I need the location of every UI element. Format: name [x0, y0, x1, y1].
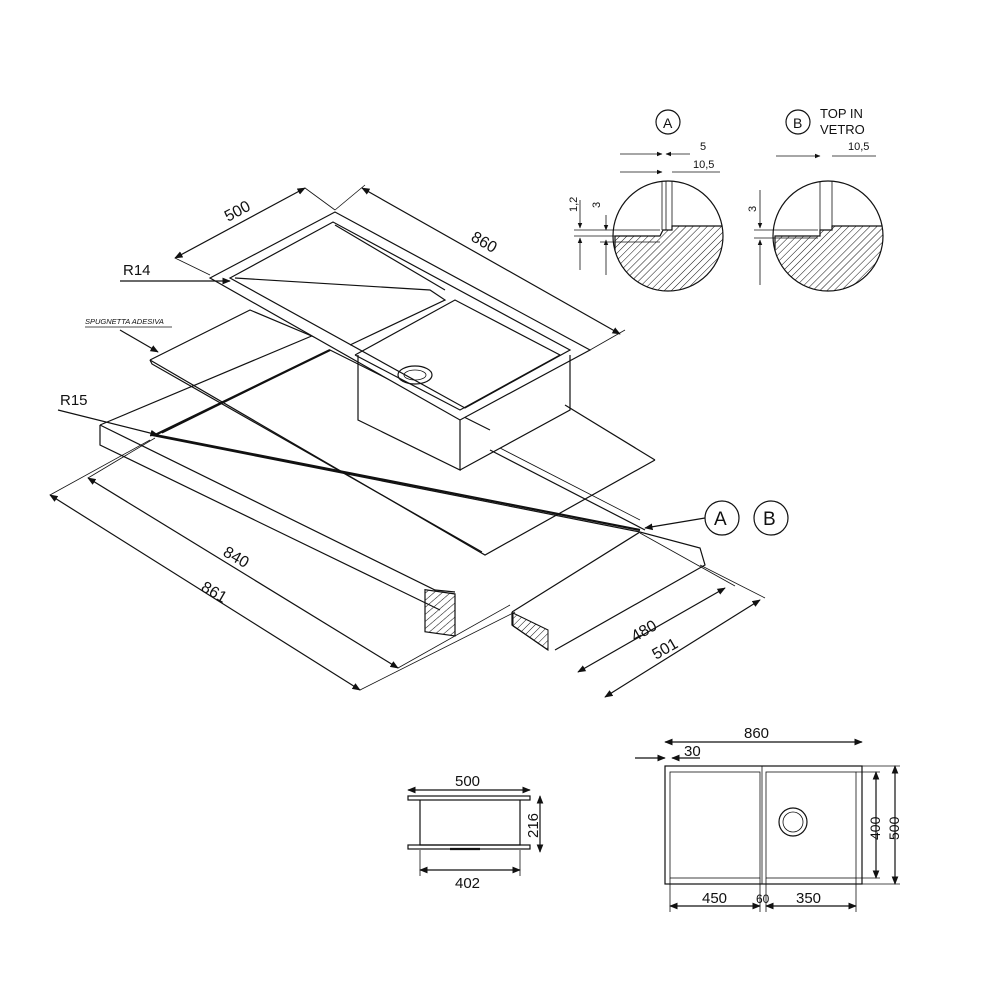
- detail-b: B TOP IN VETRO 10,5 3: [747, 106, 884, 292]
- plan-dim-400: 400: [867, 816, 883, 840]
- callout-b: B: [763, 509, 776, 530]
- callout-b-circle: [753, 500, 789, 536]
- plan-dim-860: 860: [744, 725, 769, 742]
- callout-a: A: [714, 509, 727, 530]
- detail-a-dim-10-5: 10,5: [693, 159, 714, 171]
- side-dim-216: 216: [525, 813, 542, 838]
- plan-dim-450: 450: [702, 890, 727, 907]
- detail-b-dim-10-5: 10,5: [848, 141, 869, 153]
- dim-861-iso: 861: [198, 579, 230, 607]
- label-gasket: SPUGNETTA ADESIVA: [85, 317, 164, 326]
- dim-500-iso: 500: [222, 198, 254, 226]
- label-r15: R15: [60, 392, 88, 409]
- sink-body: [208, 211, 592, 471]
- callout-a-circle: [704, 500, 740, 536]
- detail-b-title-1: TOP IN: [820, 106, 863, 121]
- detail-b-title-2: VETRO: [820, 122, 865, 137]
- detail-a-dim-3: 3: [591, 202, 603, 208]
- plan-dim-60: 60: [756, 892, 770, 906]
- side-view: 500 216 402: [407, 773, 544, 892]
- detail-b-label: B: [793, 115, 802, 131]
- plan-dim-350: 350: [796, 890, 821, 907]
- dim-840-iso: 840: [220, 544, 252, 572]
- dim-860-iso: 860: [468, 229, 500, 257]
- detail-a-dim-5: 5: [700, 141, 706, 153]
- dim-480-iso: 480: [629, 617, 661, 645]
- detail-a-dim-1-2: 1,2: [568, 197, 580, 212]
- side-dim-500: 500: [455, 773, 480, 790]
- side-dim-402: 402: [455, 875, 480, 892]
- plan-view: 860 30 400 500 450 60 350: [635, 725, 902, 912]
- label-r14: R14: [123, 262, 151, 279]
- detail-a-label: A: [663, 115, 673, 131]
- isometric-view: 500 860 R14 SPUGNETTA ADESIVA R15 840 86…: [49, 184, 789, 698]
- plan-dim-30: 30: [684, 743, 701, 760]
- detail-a: A 5 10,5 1,2 3: [568, 109, 724, 292]
- detail-b-dim-3: 3: [747, 206, 759, 212]
- plan-dim-500: 500: [886, 816, 902, 840]
